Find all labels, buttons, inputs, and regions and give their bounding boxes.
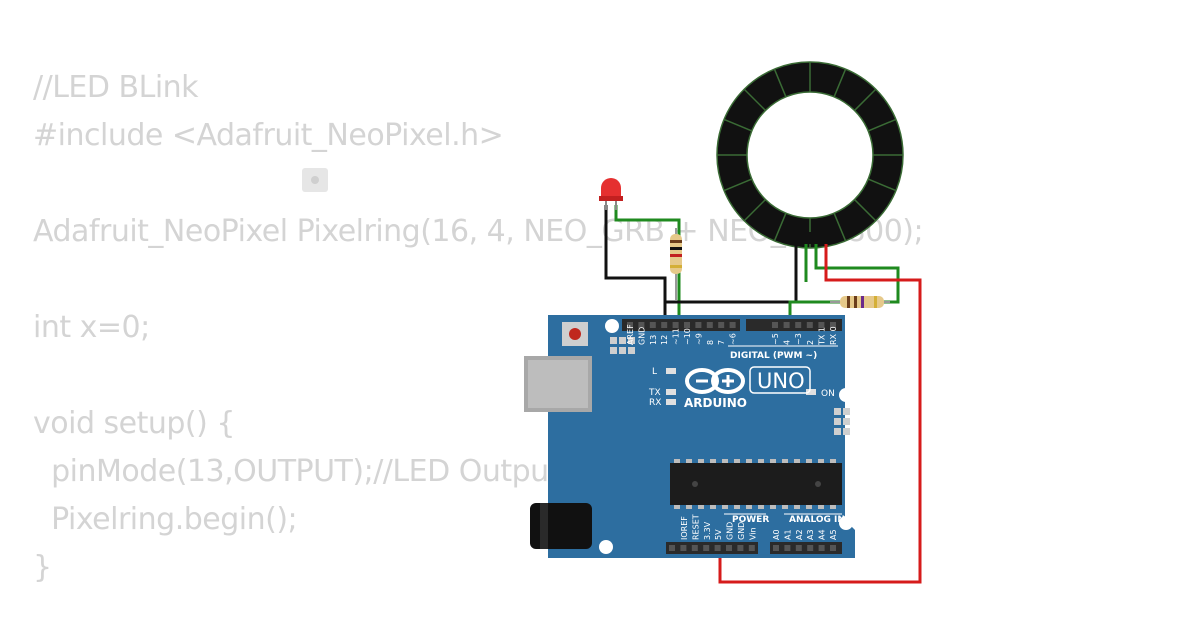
digital-pin-holes: [627, 322, 836, 328]
wire-ring-gnd: [665, 244, 798, 304]
ring-segment: [743, 88, 766, 111]
ring-segment: [867, 178, 897, 192]
code-line: pinMode(13,OUTPUT);//LED Output: [33, 454, 560, 489]
code-listing: //LED BLink #include <Adafruit_NeoPixel.…: [33, 64, 924, 592]
digital-pin-label: ~5: [771, 333, 780, 345]
mount-hole: [839, 388, 853, 402]
ring-segment: [854, 88, 877, 111]
led-tx-label: TX: [648, 388, 661, 398]
red-led[interactable]: [599, 178, 623, 210]
digital-pin-label: ~3: [794, 333, 803, 345]
code-line: //LED BLink: [33, 70, 199, 105]
ring-connector: [795, 232, 825, 244]
power-pin-label: GND: [737, 522, 746, 540]
neopixel-chip-icon: [302, 168, 328, 192]
code-line: }: [33, 550, 52, 585]
power-pin-label: 5V: [714, 529, 723, 540]
ring-segment: [867, 118, 897, 132]
power-pin-label: RESET: [691, 514, 700, 540]
neopixel-ring[interactable]: [716, 61, 904, 249]
icsp-header: [834, 408, 850, 435]
wire-res-ring: [814, 244, 900, 304]
code-line: void setup() {: [33, 406, 235, 441]
resistor-ring[interactable]: [830, 296, 890, 308]
ring-segments: [717, 62, 903, 248]
board-brand: ARDUINO: [684, 396, 747, 410]
digital-pin-label: RX 0: [829, 326, 838, 345]
mount-hole: [599, 540, 613, 554]
led-l: [666, 368, 676, 374]
digital-pin-label: 13: [649, 335, 658, 345]
ring-segment: [833, 68, 847, 98]
icsp-header: [610, 337, 635, 354]
arduino-logo-icon: [685, 368, 745, 394]
digital-pin-label: 12: [660, 335, 669, 345]
digital-pin-label: 4: [783, 340, 792, 345]
code-line: int x=0;: [33, 310, 150, 345]
power-header: [666, 542, 758, 554]
digital-pin-label: ~9: [694, 333, 703, 345]
digital-pin-label: GND: [637, 327, 646, 345]
code-line: #include <Adafruit_NeoPixel.h>: [33, 118, 504, 153]
digital-pin-label: TX 1: [817, 327, 826, 346]
digital-pin-label: 7: [717, 340, 726, 345]
digital-pin-label: AREF: [626, 324, 635, 345]
led-rx: [666, 399, 676, 405]
code-line: Pixelring.begin();: [33, 502, 298, 537]
led-rx-label: RX: [649, 398, 661, 408]
ring-segment: [723, 118, 753, 132]
ring-segment: [773, 212, 787, 242]
power-pin-label: 3.3V: [703, 521, 712, 540]
wire-led-green: [614, 205, 681, 325]
ring-segment: [833, 212, 847, 242]
resistor-led[interactable]: [670, 228, 682, 300]
power-label: POWER: [732, 515, 769, 525]
digital-pin-label: 8: [706, 340, 715, 345]
analog-pin-label: A2: [795, 529, 804, 540]
digital-pin-label: 2: [806, 340, 815, 345]
digital-label: DIGITAL (PWM ~): [730, 351, 817, 361]
mount-hole: [839, 516, 853, 530]
ring-segment: [854, 199, 877, 222]
analog-pin-label: A3: [806, 529, 815, 540]
analog-pin-label: A5: [829, 529, 838, 540]
power-pin-label: GND: [726, 522, 735, 540]
wire-led-ground: [604, 205, 667, 325]
analog-pin-label: A1: [783, 529, 792, 540]
mount-hole: [605, 319, 619, 333]
led-l-label: L: [652, 367, 657, 377]
atmega-chip: [670, 463, 842, 505]
analog-pin-label: A0: [772, 529, 781, 540]
digital-pin-label: ~6: [729, 333, 738, 345]
power-pin-label: IOREF: [680, 516, 689, 540]
digital-header-right: [746, 319, 842, 331]
bottom-pin-holes: [669, 545, 836, 551]
board-model: UNO: [757, 369, 805, 393]
power-jack: [530, 503, 592, 549]
analog-pin-label: A4: [818, 529, 827, 540]
digital-pin-label: ~10: [683, 328, 692, 345]
wire-5v: [718, 244, 922, 584]
power-pin-label: Vin: [748, 527, 757, 540]
ring-segment: [773, 68, 787, 98]
analog-label: ANALOG IN: [789, 515, 845, 525]
on-label: ON: [821, 389, 835, 399]
ring-segment: [743, 199, 766, 222]
led-on: [806, 389, 816, 395]
digital-pin-label: ~11: [672, 328, 681, 345]
ring-segment: [723, 178, 753, 192]
led-tx: [666, 389, 676, 395]
